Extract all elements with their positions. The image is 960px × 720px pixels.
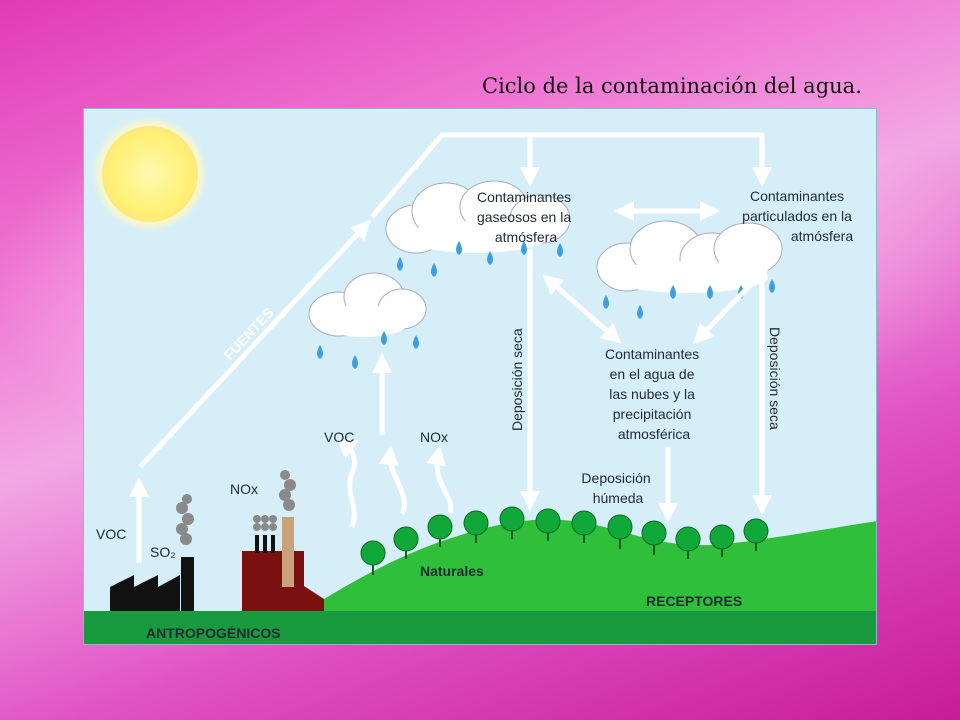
black-factory-icon [110,557,194,611]
red-factory-smoke-icon [253,470,296,531]
fuentes-arrow [138,219,371,469]
antropogenicos-label: ANTROPOGÉNICOS [146,625,281,641]
water-pollutants-label: Contaminantes en el agua de las nubes y … [605,346,703,442]
top-route-line [370,132,764,219]
small-cloud [308,272,427,337]
particle-to-water-arrow [693,265,769,345]
particle-pollutants-label: Contaminantes particulados en la atmósfe… [742,188,856,244]
ground-strip [84,611,876,644]
trees [360,506,769,575]
dry-deposition-left-label: Deposición seca [509,328,525,431]
voc-natural-wavy-arrow [336,440,359,528]
center-wavy-arrow [378,445,407,516]
gas-pollutants-label: Contaminantes gaseosos en la atmósfera [477,189,575,245]
voc-natural-label: VOC [324,429,354,445]
red-factory-icon [242,517,324,611]
nox-factory-label: NOx [230,481,258,497]
gas-to-water-arrow [542,274,622,344]
dry-deposition-right-label: Deposición seca [767,327,783,430]
gas-cloud [385,180,571,254]
naturales-label: Naturales [420,563,484,579]
slide-title: Ciclo de la contaminación del agua. [482,74,862,98]
nox-natural-label: NOx [420,429,448,445]
receptores-label: RECEPTORES [646,593,742,609]
sun-icon [102,126,198,222]
water-pollution-cycle-diagram: FUENTES [84,120,876,644]
so2-label: SO₂ [150,544,176,560]
black-factory-smoke-icon [176,494,194,545]
voc-factory-label: VOC [96,526,126,542]
nox-natural-wavy-arrow [426,445,454,514]
wet-deposition-label: Deposición húmeda [581,470,654,506]
diagram-panel: FUENTES [83,108,877,645]
